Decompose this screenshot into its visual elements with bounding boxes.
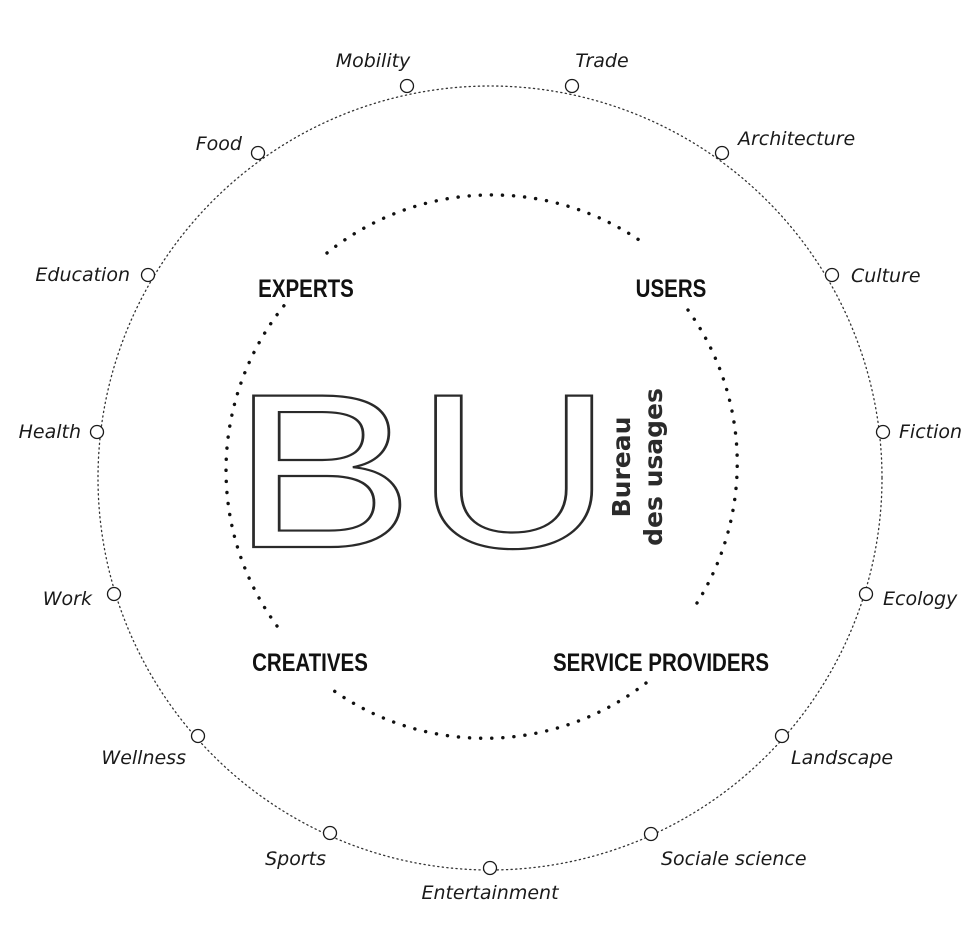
domain-label-sociale-science: Sociale science (661, 848, 807, 870)
domain-node-marker (190, 728, 206, 744)
domain-node-marker (89, 424, 105, 440)
group-label-users: USERS (636, 274, 707, 302)
domain-node-culture: Culture (824, 265, 921, 287)
outer-ring (97, 85, 883, 871)
domain-label-entertainment: Entertainment (421, 882, 560, 904)
domain-label-food: Food (196, 133, 243, 155)
domain-node-marker (322, 825, 338, 841)
domain-node-marker (482, 860, 498, 876)
domain-label-health: Health (19, 421, 81, 443)
domain-node-food: Food (196, 133, 266, 161)
domain-node-work: Work (43, 586, 122, 610)
domain-node-marker (399, 78, 415, 94)
domain-label-mobility: Mobility (336, 50, 411, 72)
domain-node-marker (643, 826, 659, 842)
tagline-line-1: Bureau (607, 417, 636, 518)
domain-label-trade: Trade (575, 50, 628, 72)
group-label-service-providers: SERVICE PROVIDERS (553, 648, 769, 676)
inner-ring-left-arc (224, 300, 289, 628)
domain-node-ecology: Ecology (858, 586, 958, 610)
domain-node-trade: Trade (564, 50, 629, 94)
domain-node-marker (714, 145, 730, 161)
domain-node-marker (774, 728, 790, 744)
domain-label-wellness: Wellness (101, 747, 186, 769)
domain-label-work: Work (43, 588, 93, 610)
domain-label-culture: Culture (851, 265, 921, 287)
domain-node-health: Health (19, 421, 105, 443)
domain-node-mobility: Mobility (336, 50, 415, 94)
inner-ring-right-arc (686, 308, 739, 605)
domain-node-architecture: Architecture (714, 128, 855, 161)
domain-node-marker (140, 267, 156, 283)
domain-node-marker (875, 424, 891, 440)
domain-node-landscape: Landscape (774, 728, 893, 769)
domain-label-education: Education (35, 264, 130, 286)
logo-letters: BU (231, 348, 613, 594)
domain-label-architecture: Architecture (736, 128, 855, 150)
domain-node-wellness: Wellness (101, 728, 206, 769)
logo-tagline: Bureau des usages (607, 388, 668, 546)
domain-label-fiction: Fiction (899, 421, 962, 443)
domain-label-ecology: Ecology (883, 588, 958, 610)
tagline-line-2: des usages (639, 388, 668, 546)
group-label-creatives: CREATIVES (252, 648, 368, 676)
domain-node-sociale-science: Sociale science (643, 826, 807, 870)
domain-node-sports: Sports (265, 825, 338, 870)
domain-node-marker (564, 78, 580, 94)
domain-node-marker (858, 586, 874, 602)
domain-label-landscape: Landscape (791, 747, 893, 769)
inner-ring-top-arc (325, 193, 644, 255)
domain-node-fiction: Fiction (875, 421, 962, 443)
domain-node-marker (106, 586, 122, 602)
domain-node-marker (824, 267, 840, 283)
domain-node-entertainment: Entertainment (421, 860, 560, 904)
domain-node-education: Education (35, 264, 156, 286)
inner-ring-bottom-arc (328, 681, 648, 740)
inner-ring (224, 193, 739, 740)
domain-node-marker (250, 145, 266, 161)
group-label-experts: EXPERTS (258, 274, 354, 302)
domain-label-sports: Sports (265, 848, 326, 870)
